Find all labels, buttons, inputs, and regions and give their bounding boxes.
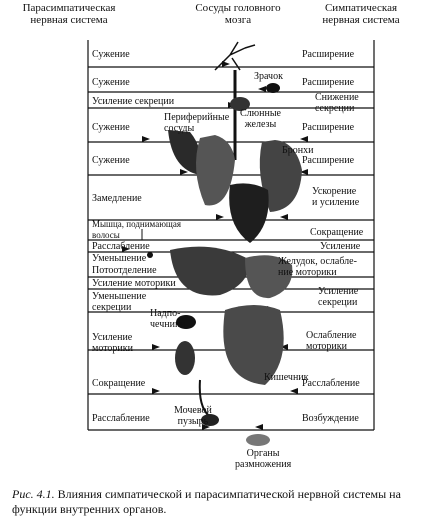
- right-label: Сокращение: [310, 227, 364, 238]
- left-label: Сужение: [92, 49, 130, 60]
- left-label: Уменьшение: [92, 253, 147, 264]
- organ-label-pupil: Зрачок: [254, 71, 283, 82]
- right-label: Расширение: [302, 77, 355, 88]
- left-lung: [196, 135, 235, 206]
- header-sympathetic: Симпатическая нервная система: [322, 2, 400, 26]
- right-label: Ускорение и усиление: [312, 186, 360, 208]
- organ-label-salivary: Слюнные железы: [240, 108, 281, 130]
- right-label: Усиление секреции: [318, 286, 359, 308]
- left-label: Сужение: [92, 155, 130, 166]
- right-label: Расширение: [302, 155, 355, 166]
- left-label: Усиление секреции: [92, 96, 175, 107]
- left-label: Сужение: [92, 77, 130, 88]
- salivary-gland: [230, 97, 250, 111]
- right-lung: [259, 140, 302, 212]
- left-label: Расслабление: [92, 413, 150, 424]
- sweat-gland-dot: [147, 252, 153, 258]
- bladder: [201, 414, 219, 426]
- right-label: Расслабление: [302, 378, 360, 389]
- brain-vessels: [214, 41, 256, 71]
- adrenal-gland: [176, 315, 196, 329]
- stomach: [245, 255, 293, 299]
- intestines: [223, 305, 284, 385]
- liver: [170, 246, 250, 296]
- left-label: Замедление: [92, 193, 142, 204]
- right-label: Желудок, ослабле- ние моторики: [278, 256, 357, 278]
- organ-label-reproductive: Органы размножения: [235, 448, 292, 470]
- pupil-eye: [266, 83, 280, 93]
- header-parasympathetic: Парасимпатическая нервная система: [22, 2, 116, 26]
- left-label: Усиление моторики: [92, 332, 133, 354]
- left-label: Сужение: [92, 122, 130, 133]
- right-label: Усиление: [320, 241, 361, 252]
- left-label: Мышца, поднимающая волосы: [92, 219, 181, 240]
- right-label: Расширение: [302, 49, 355, 60]
- right-label: Ослабление моторики: [306, 330, 357, 352]
- right-label: Снижение секреции: [315, 92, 359, 114]
- kidney: [175, 341, 195, 375]
- right-label: Возбуждение: [302, 413, 359, 424]
- organs: [141, 41, 302, 446]
- right-label: Расширение: [302, 122, 355, 133]
- left-label: Уменьшение секреции: [92, 291, 147, 313]
- caption-text: Влияния симпатической и парасимпатическо…: [12, 487, 401, 516]
- left-label: Расслабление: [92, 241, 150, 252]
- peripheral-vessel-organ: [168, 130, 202, 175]
- header-brain-vessels: Сосуды головного мозга: [195, 2, 281, 26]
- left-label: Сокращение: [92, 378, 146, 389]
- heart: [229, 183, 269, 243]
- left-label: Потоотделение: [92, 265, 157, 276]
- organ-label-adrenal: Надпо- чечники: [150, 308, 186, 330]
- caption-prefix: Рис. 4.1.: [12, 487, 55, 501]
- organ-label-intestine: Кишечник: [264, 372, 309, 383]
- organ-label-bladder: Мочевой пузырь: [174, 405, 212, 427]
- figure-caption: Рис. 4.1. Влияния симпатической и параси…: [12, 487, 430, 517]
- organ-label-bronchi: Бронхи: [282, 145, 314, 156]
- left-label: Усиление моторики: [92, 278, 176, 289]
- organ-label-vessels: Периферийные сосуды: [164, 112, 230, 134]
- reproductive-organs-shape: [246, 434, 270, 446]
